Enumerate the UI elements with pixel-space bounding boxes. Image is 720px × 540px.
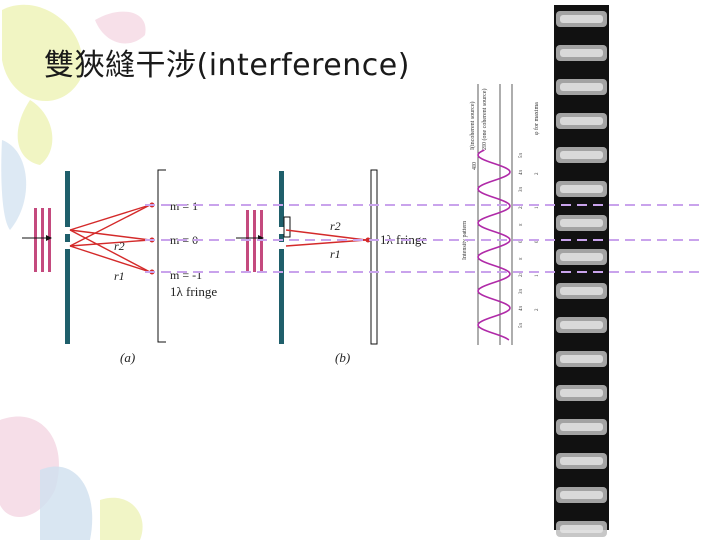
bright-fringe-core [560,117,603,125]
order-tick-label: 2 [535,172,540,175]
order-tick-labels: 1 2 0 1 2 [535,172,540,311]
fringe-point [365,237,371,243]
phase-tick-label: π [519,257,524,260]
order-tick-label: 1 [535,206,540,209]
intensity-curve [477,149,511,341]
leaf-shape [40,466,93,540]
ray [69,239,151,247]
phase-tick-label: 0 [519,240,524,243]
ray-label-r2: r2 [330,219,341,233]
ray [69,204,151,231]
bright-fringe-core [560,491,603,499]
bright-fringe-core [560,253,603,261]
order-tick-label: 2 [535,308,540,311]
bright-fringe-core [560,457,603,465]
caption-b: (b) [335,350,350,365]
m-label-minus1: m = -1 [170,268,202,282]
ray [285,239,367,247]
phase-tick-label: 4π [519,170,524,176]
ray [69,245,151,273]
wavefront-bar [253,210,256,272]
slit-barrier [279,234,284,242]
bright-fringe-core [560,83,603,91]
ray [69,204,151,247]
wavefront-bar [41,208,44,272]
four-i0-label: 4I0 [472,162,478,170]
rays-b [285,229,367,247]
slit-barrier [65,171,70,227]
bright-fringe-core [560,525,603,533]
phase-tick-label: 3π [519,289,524,295]
bright-fringe-core [560,389,603,397]
ray [69,229,151,273]
leaf-shape [2,4,83,102]
bright-fringe-core [560,287,603,295]
bright-fringe-core [560,151,603,159]
guide-lines [145,204,705,273]
phase-tick-label: 2π [519,204,524,210]
leaf-shape [100,497,143,540]
order-tick-label: 1 [535,274,540,277]
phase-tick-labels: π 2π 3π 4π 5π 0 π 2π 3π 4π 5π [519,153,524,329]
screen [370,169,378,345]
ray-label-r1: r1 [114,269,125,283]
slit-barrier [65,249,70,344]
leaf-top-left [1,4,146,230]
ray [285,229,367,241]
leaf-shape [95,11,146,44]
phase-tick-label: 4π [519,306,524,312]
phase-maxima-label: φ for maxima [533,102,540,135]
bright-fringe-core [560,219,603,227]
bright-fringe-core [560,15,603,23]
bright-fringe-core [560,185,603,193]
ray-label-r1: r1 [330,247,341,261]
phase-tick-label: 5π [519,153,524,159]
phase-tick-label: π [519,223,524,226]
rays-a [69,204,151,273]
slit-barrier [279,249,284,344]
ray [69,229,151,241]
wavefront-bar [48,208,51,272]
bright-fringe-core [560,355,603,363]
slide-title: 雙狹縫干涉(interference) [44,48,410,83]
fringe-photo [554,5,609,537]
phase-tick-label: 5π [519,323,524,329]
bright-fringe-core [560,423,603,431]
bright-fringe-core [560,321,603,329]
phase-tick-label: 3π [519,187,524,193]
caption-a: (a) [120,350,135,365]
ray-label-r2: r2 [114,239,125,253]
slit-barrier [279,171,284,227]
diagram-a: r2 r1 m = 1 m = 0 m = -1 1λ fringe (a) [22,169,217,365]
phase-plate [283,216,291,238]
wavefront-bar [34,208,37,272]
screen-bracket [157,169,166,343]
fringe-label-a: 1λ fringe [170,284,217,299]
leaf-bottom-left [0,416,143,540]
diagram-b: r2 r1 1λ fringe (b) [236,169,427,365]
incoherent-label: I(incoherent source) [469,102,476,150]
phase-tick-label: 2π [519,272,524,278]
fringe-bands [556,11,607,537]
slit-barrier [65,234,70,242]
arrow-head [46,235,52,241]
one-source-label: 2I0 (one coherent source) [481,89,488,150]
leaf-shape [17,100,53,165]
order-tick-label: 0 [535,240,540,243]
bright-fringe-core [560,49,603,57]
leaf-shape [1,140,27,230]
